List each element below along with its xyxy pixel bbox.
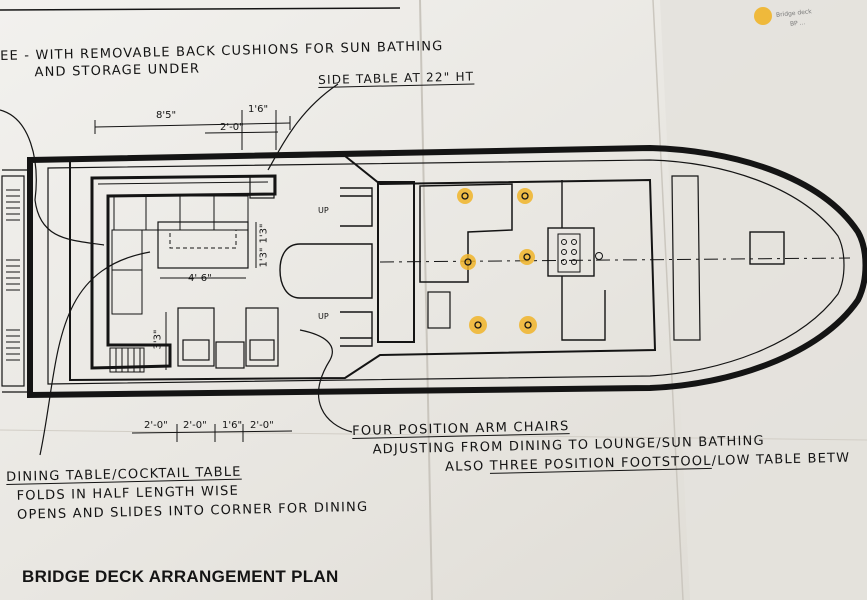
inner-deck-line (47, 159, 845, 385)
helm-bulkhead (377, 181, 415, 343)
armchairs-line-3-suffix: /LOW TABLE BETW (711, 450, 851, 469)
dining-table (157, 221, 249, 269)
tag-corner (0, 7, 401, 11)
helm-instruments (557, 233, 603, 273)
centerline (379, 257, 851, 263)
side-table-leader (267, 83, 339, 171)
dim-table-length: 4'-6" (188, 273, 212, 284)
stair-label-lower: UP (318, 312, 329, 321)
dim-table-width-b: 1'3" (258, 247, 270, 268)
fold-crease (0, 429, 867, 441)
dim-line (94, 122, 291, 128)
side-table (249, 175, 275, 199)
forward-settee (419, 183, 513, 283)
aft-stair (109, 347, 145, 373)
dim-bottom-1: 2'-0" (144, 420, 168, 431)
settee-back-rail (97, 181, 269, 185)
settee-leader (0, 109, 105, 246)
settee-cushions (111, 195, 249, 315)
settee-u-outer (90, 174, 277, 370)
swim-platform (1, 175, 25, 387)
armchairs-note: FOUR POSITION ARM CHAIRS ADJUSTING FROM … (352, 411, 850, 479)
hull-outline (27, 144, 867, 399)
fold-crease (419, 0, 433, 600)
armchairs-lower (177, 307, 279, 369)
dim-top-a: 1'6" (248, 104, 269, 115)
armchairs-line-3-prefix: ALSO (444, 458, 490, 475)
fold-crease (652, 0, 684, 600)
helm-console (547, 227, 595, 277)
foredeck-locker (671, 175, 701, 341)
companion-stair-lower (340, 311, 373, 347)
dim-bottom-2: 2'-0" (183, 420, 207, 431)
dining-table-note: DINING TABLE/COCKTAIL TABLE FOLDS IN HAL… (6, 460, 368, 525)
dim-chair-depth: 3'3" (152, 329, 164, 350)
armchair-leader (299, 329, 353, 433)
dim-line (131, 430, 293, 434)
dim-top-overall: 8'5" (156, 110, 177, 121)
bridge-enclosure (69, 154, 657, 382)
stamp-dot (754, 7, 772, 25)
dim-top-b: 2'-0" (220, 122, 244, 133)
dim-bottom-3: 1'6" (222, 420, 243, 431)
platform-grating (6, 189, 20, 361)
companionway (279, 243, 373, 299)
chair-swivels (457, 188, 537, 334)
chair-swivel-centers (461, 192, 532, 329)
companion-stair-upper (340, 187, 373, 227)
plan-title: BRIDGE DECK ARRANGEMENT PLAN (22, 567, 339, 586)
stair-label-upper: UP (318, 206, 329, 215)
side-table-note: SIDE TABLE AT 22" HT (318, 69, 475, 87)
dining-leader (39, 251, 151, 456)
helm-seat-right (561, 180, 606, 341)
dim-bottom-4: 2'-0" (250, 420, 274, 431)
paper-edge-shadow (660, 0, 867, 600)
dim-table-width-a: 1'3" (258, 223, 270, 244)
foredeck-hatch (749, 231, 785, 265)
footstool-note: THREE POSITION FOOTSTOOL (489, 453, 712, 474)
forward-seat-pad (427, 291, 451, 329)
